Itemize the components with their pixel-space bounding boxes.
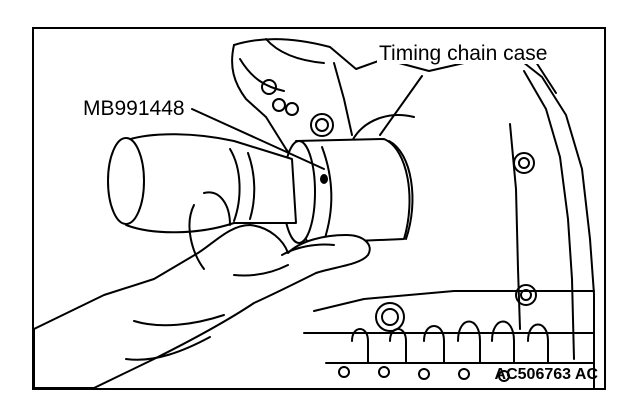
timing-chain-case-illustration	[34, 38, 595, 388]
engine-block-outline	[231, 38, 595, 388]
tool-mb991448	[282, 138, 414, 244]
leader-line-case	[379, 75, 423, 136]
case-bolts	[261, 79, 537, 332]
leader-line-tool	[191, 108, 325, 170]
figure-code: AC506763 AC	[494, 366, 598, 383]
label-tool-mb991448: MB991448	[81, 97, 187, 120]
label-timing-chain-case: Timing chain case	[377, 42, 550, 65]
hand	[34, 191, 371, 388]
tool-handle	[107, 133, 297, 234]
oil-seal-opening	[351, 114, 415, 142]
illustration-frame: Timing chain case MB991448 AC506763 AC	[32, 27, 606, 390]
